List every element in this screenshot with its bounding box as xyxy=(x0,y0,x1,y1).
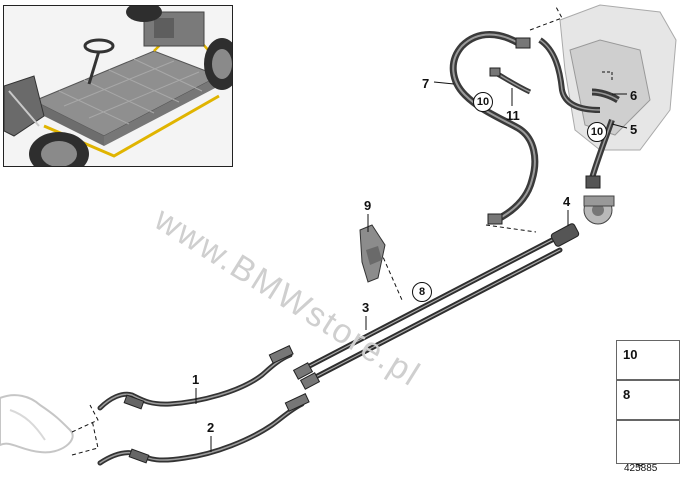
circled-callout-8[interactable]: 8 xyxy=(412,282,432,302)
legend-orientation xyxy=(616,420,680,464)
callout-3[interactable]: 3 xyxy=(362,300,370,315)
hose-7 xyxy=(449,31,539,225)
callout-1[interactable]: 1 xyxy=(192,372,200,387)
leader-lines xyxy=(71,4,563,456)
callout-7[interactable]: 7 xyxy=(422,76,430,91)
hose-11 xyxy=(489,67,532,95)
callout-6[interactable]: 6 xyxy=(630,88,638,103)
pipe-2 xyxy=(97,393,310,466)
callout-5[interactable]: 5 xyxy=(630,122,638,137)
callout-9[interactable]: 9 xyxy=(364,198,372,213)
transmission-outline xyxy=(0,394,74,454)
callout-11[interactable]: 11 xyxy=(506,108,520,123)
legend-label-8: 8 xyxy=(623,387,631,402)
circled-callout-10[interactable]: 10 xyxy=(473,92,493,112)
pump-assembly xyxy=(538,4,677,189)
legend-item-8[interactable]: 8 xyxy=(616,380,680,420)
legend-item-10[interactable]: 10 xyxy=(616,340,680,380)
vehicle-inset-view xyxy=(3,5,233,167)
pipe-3 xyxy=(292,237,563,390)
circled-callout-10-second[interactable]: 10 xyxy=(587,122,607,142)
connector-4 xyxy=(550,195,615,247)
callout-4[interactable]: 4 xyxy=(563,194,571,209)
bracket-9 xyxy=(359,224,386,283)
diagram-id: 425885 xyxy=(624,463,658,474)
legend-label-10: 10 xyxy=(623,347,638,362)
vehicle-chassis-illustration xyxy=(4,6,232,166)
pipe-1 xyxy=(97,345,294,411)
callout-2[interactable]: 2 xyxy=(207,420,215,435)
